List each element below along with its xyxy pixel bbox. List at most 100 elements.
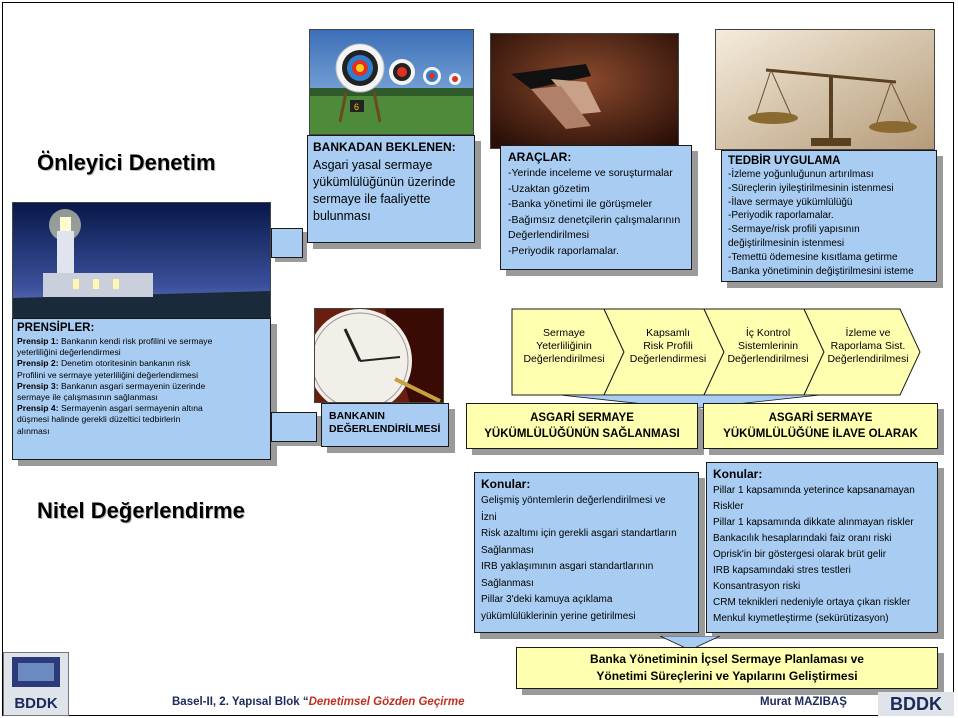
bddk-logo-right: BDDK — [878, 692, 954, 716]
araclar-box: ARAÇLAR: -Yerinde inceleme ve soruşturma… — [500, 145, 692, 270]
prensip-4: Prensip 4: Sermayenin asgari sermayenin … — [17, 403, 266, 414]
konular-right-line: Riskler — [713, 501, 744, 512]
tedbir-line: -Periyodik raporlamalar. — [728, 210, 834, 222]
asgari1-line2: YÜKÜMLÜLÜĞÜNÜN SAĞLANMASI — [484, 428, 680, 440]
asgari1-line1: ASGARİ SERMAYE — [530, 412, 634, 424]
araclar-line: -Periyodik raporlamalar. — [508, 244, 619, 257]
chevron-line: Değerlendirilmesi — [727, 353, 809, 365]
onleyici-denetim-heading: Önleyici Denetim — [37, 150, 216, 175]
svg-text:6: 6 — [354, 102, 359, 112]
bankadan-beklenen-title: BANKADAN BEKLENEN: — [313, 140, 456, 154]
prensipler-box: PRENSİPLER: Prensip 1: Bankanın kendi ri… — [12, 318, 271, 460]
konular-left-box: Konular: Gelişmiş yöntemlerin değerlendi… — [474, 472, 699, 633]
bankadan-line: yükümlülüğünün üzerinde — [313, 175, 456, 189]
prensip-text: alınması — [17, 425, 50, 436]
konular-left-line: Sağlanması — [481, 544, 534, 556]
footer-italic: Denetimsel Gözden Geçirme — [308, 696, 465, 708]
konular-left-line: İzni — [481, 511, 497, 523]
funnel-arrow — [560, 395, 820, 409]
prensip-label: Prensip 3: — [17, 380, 59, 391]
chevron-line: Yeterliliğinin — [536, 340, 592, 352]
bottom-funnel-arrow — [660, 636, 720, 650]
bddk-logo-left: BDDK — [3, 652, 69, 716]
konular-right-line: Konsantrasyon riski — [713, 581, 801, 592]
chevron-line: Kapsamlı — [646, 327, 690, 339]
tedbir-uygulama-box: TEDBİR UYGULAMA -İzleme yoğunluğunun art… — [721, 150, 937, 282]
prensip-text: Bankanın kendi risk profilini ve sermaye — [58, 336, 213, 346]
bankanin-line1: BANKANIN — [329, 410, 385, 422]
footer-author: Murat MAZIBAŞ — [760, 696, 847, 708]
konular-left-line: Sağlanması — [481, 577, 534, 589]
prensip-text: Sermayenin asgari sermayenin altına — [58, 403, 203, 414]
bankanin-degerlendirilmesi-box: BANKANIN DEĞERLENDİRİLMESİ — [321, 403, 449, 447]
bankanin-line2: DEĞERLENDİRİLMESİ — [329, 423, 441, 435]
chevron-line: İzleme ve — [845, 327, 891, 339]
araclar-line: -Yerinde inceleme ve soruşturmalar — [508, 167, 673, 179]
prensip-text: Profilini ve sermaye yeterliliğini değer… — [17, 369, 199, 380]
banka-yonetimi-line1: Banka Yönetiminin İçsel Sermaye Planlama… — [590, 652, 864, 666]
prensip-label: Prensip 4: — [17, 403, 59, 414]
chevron-line: Değerlendirmesi — [629, 353, 707, 365]
prensip-label: Prensip 1: — [17, 336, 59, 346]
footer-prefix: Basel-II, 2. Yapısal Blok “ — [172, 696, 309, 708]
konular-right-line: IRB kapsamındaki stres testleri — [713, 565, 851, 576]
tedbir-line: -İlave sermaye yükümlülüğü — [728, 196, 853, 208]
chevron-line: Değerlendirilmesi — [523, 353, 605, 365]
araclar-line: -Banka yönetimi ile görüşmeler — [508, 198, 653, 210]
konular-right-line: Menkul kıymetleştirme (sekürütizasyon) — [713, 613, 889, 624]
konular-right-line: CRM teknikleri nedeniyle ortaya çıkan ri… — [713, 597, 911, 608]
clock-photo — [314, 308, 444, 403]
konular-left-line: Gelişmiş yöntemlerin değerlendirilmesi v… — [481, 495, 666, 506]
konular-right-line: Pillar 1 kapsamında dikkate alınmayan ri… — [713, 517, 914, 528]
tedbir-line: -Banka yönetiminin değiştirilmesini iste… — [728, 265, 914, 277]
prensip-2: Prensip 2: Denetim otoritesinin bankanın… — [17, 358, 266, 369]
chevron-line: Sistemlerinin — [737, 340, 799, 352]
prensip-1: Prensip 1: Bankanın kendi risk profilini… — [17, 336, 266, 347]
target-archery-photo: 6 — [309, 29, 474, 135]
tedbir-line: -Temettü ödemesine kısıtlama getirme — [728, 251, 898, 263]
chevron-line: Risk Profili — [643, 340, 693, 352]
tedbir-line: -Sermaye/risk profili yapısının — [728, 224, 860, 236]
tedbir-line: değiştirilmesinin istenmesi — [728, 237, 845, 249]
araclar-line: -Bağımsız denetçilerin çalışmalarının — [508, 213, 681, 226]
bddk-emblem-icon — [12, 657, 60, 687]
prensip-text: Bankanın asgari sermayenin üzerinde — [58, 380, 206, 391]
banka-yonetimi-line2: Yönetimi Süreçlerini ve Yapılarını Geliş… — [596, 669, 858, 683]
konular-left-title: Konular: — [481, 477, 531, 491]
konular-left-line: yükümlülüklerinin yerine getirilmesi — [481, 610, 636, 622]
araclar-line: Değerlendirilmesi — [508, 229, 590, 241]
prensip-text: yeterliliğini değerlendirmesi — [17, 347, 121, 358]
bddk-logo-text: BDDK — [14, 695, 58, 712]
bankadan-line: Asgari yasal sermaye — [313, 158, 433, 172]
chevron-line: Değerlendirilmesi — [827, 353, 909, 365]
konular-right-line: Bankacılık hesaplarındaki faiz oranı ris… — [713, 533, 892, 544]
connector-top — [271, 228, 303, 258]
konular-right-line: Pillar 1 kapsamında yeterince kapsanamay… — [713, 485, 915, 496]
konular-left-line: IRB yaklaşımının asgari standartlarının — [481, 561, 654, 572]
asgari2-line1: ASGARİ SERMAYE — [768, 412, 873, 424]
prensip-text: sermaye ile çalışmasının sağlanması — [17, 392, 158, 403]
tedbir-line: -Süreçlerin iyileştirilmesinin istenmesi — [728, 182, 894, 194]
prensipler-title: PRENSİPLER: — [17, 322, 95, 334]
prensip-3: Prensip 3: Bankanın asgari sermayenin üz… — [17, 381, 266, 392]
footer-title: Basel-II, 2. Yapısal Blok “Denetimsel Gö… — [172, 696, 465, 708]
nitel-degerlendirme-heading: Nitel Değerlendirme — [37, 498, 245, 523]
lighthouse-photo — [12, 202, 271, 319]
chevron-line: İç Kontrol — [745, 327, 791, 339]
scales-photo — [715, 29, 935, 150]
chevron-line: Sermaye — [542, 327, 585, 339]
chevron-4 — [803, 308, 921, 396]
bddk-logo-right-text: BDDK — [890, 694, 942, 714]
konular-left-line: Risk azaltımı için gerekli asgari standa… — [481, 528, 677, 539]
prensip-text: Denetim otoritesinin bankanın risk — [58, 358, 191, 369]
konular-right-line: Oprisk'in bir göstergesi olarak brüt gel… — [713, 549, 887, 560]
chevron-process-row — [511, 308, 921, 396]
asgari-sermaye-ilave-box: ASGARİ SERMAYE YÜKÜMLÜLÜĞÜNE İLAVE OLARA… — [703, 403, 938, 449]
konular-left-line: Pillar 3'deki kamuya açıklama — [481, 594, 613, 605]
banka-yonetimi-box: Banka Yönetiminin İçsel Sermaye Planlama… — [516, 647, 938, 689]
